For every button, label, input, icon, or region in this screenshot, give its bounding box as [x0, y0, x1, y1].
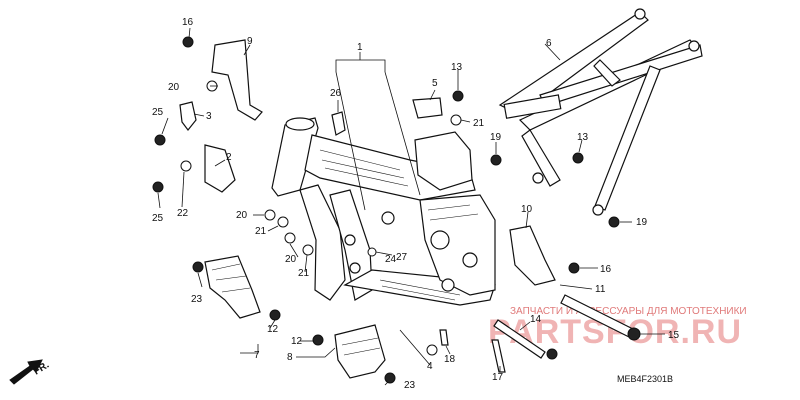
label-part-22: 22	[177, 208, 189, 219]
watermark-top-text: ЗАПЧАСТИ И АКСЕССУАРЫ ДЛЯ МОТОТЕХНИКИ	[510, 306, 747, 317]
main-frame	[271, 117, 496, 306]
bracket-10	[509, 225, 556, 286]
label-part-18: 18	[444, 354, 456, 365]
label-part-13b: 13	[577, 132, 589, 143]
guard-8	[334, 324, 386, 379]
label-part-26: 26	[330, 88, 342, 99]
guard-7	[204, 255, 261, 319]
label-part-21c: 21	[473, 118, 485, 129]
label-part-19a: 19	[490, 132, 502, 143]
label-part-2: 2	[226, 152, 232, 163]
label-part-20a: 20	[168, 82, 180, 93]
bracket-2	[204, 144, 236, 193]
label-part-8: 8	[287, 352, 293, 363]
label-part-5: 5	[432, 78, 438, 89]
label-part-3: 3	[206, 111, 212, 122]
clip-3	[179, 101, 197, 131]
leader-lines	[157, 27, 665, 386]
label-part-6: 6	[546, 38, 552, 49]
clip-26	[331, 111, 346, 136]
label-part-23b: 23	[404, 380, 416, 391]
label-part-27: 27	[396, 252, 408, 263]
label-part-20c: 20	[285, 254, 297, 265]
front-direction-arrow: FR.	[9, 359, 51, 385]
label-part-16a: 16	[182, 17, 194, 28]
label-part-12a: 12	[267, 324, 279, 335]
label-part-25b: 25	[152, 213, 164, 224]
label-part-15: 15	[668, 330, 680, 341]
bracket-9	[211, 39, 263, 121]
label-part-20b: 20	[236, 210, 248, 221]
label-part-21b: 21	[298, 268, 310, 279]
bracket-5	[412, 97, 443, 119]
rear-subframe	[498, 8, 703, 216]
label-part-13a: 13	[451, 62, 463, 73]
label-part-12b: 12	[291, 336, 303, 347]
label-part-4: 4	[427, 361, 433, 372]
label-part-1: 1	[357, 42, 363, 53]
part-labels: 1 2 3 4 5 6 7 8 9 10 11 12 12 13 13 14 1…	[152, 17, 680, 391]
fasteners	[152, 36, 620, 384]
label-part-17: 17	[492, 372, 504, 383]
label-part-25a: 25	[152, 107, 164, 118]
label-part-9: 9	[247, 36, 253, 47]
label-part-10: 10	[521, 204, 533, 215]
bolt-14	[493, 319, 546, 359]
label-part-21a: 21	[255, 226, 267, 237]
label-part-16b: 16	[600, 264, 612, 275]
label-part-23a: 23	[191, 294, 203, 305]
diagram-code: MEB4F2301B	[617, 374, 673, 384]
label-part-14: 14	[530, 314, 542, 325]
label-part-7: 7	[254, 350, 260, 361]
bolt-17	[491, 339, 506, 373]
label-part-11: 11	[595, 284, 606, 295]
label-part-19b: 19	[636, 217, 648, 228]
label-part-24: 24	[385, 254, 397, 265]
bolt-18	[439, 329, 449, 346]
